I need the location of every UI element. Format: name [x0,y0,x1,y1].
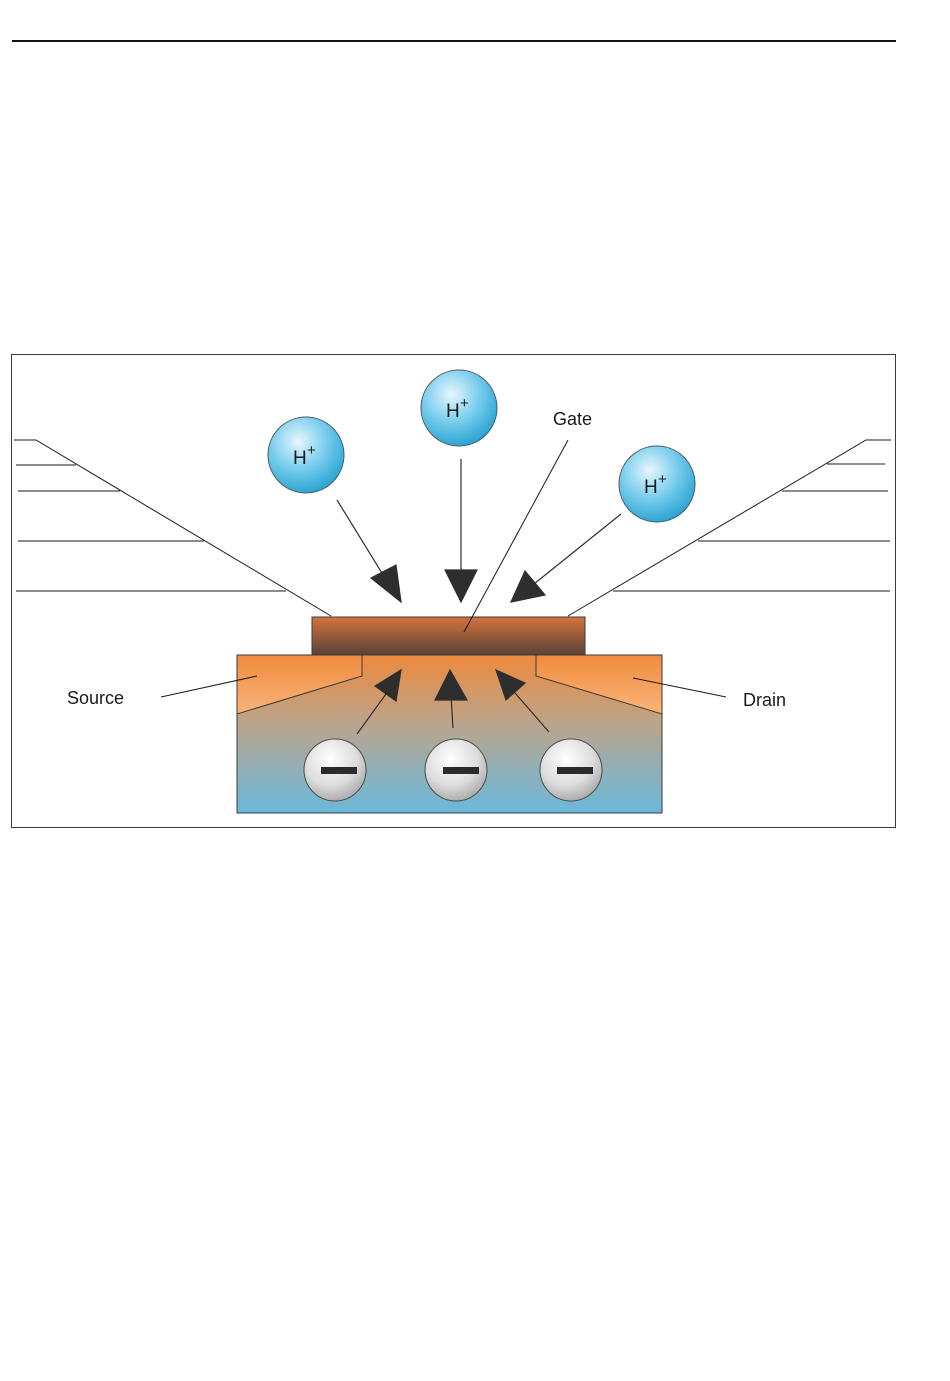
ion-arrows [337,459,621,602]
gate-label: Gate [553,409,592,429]
hydrogen-ion-left: H + [268,417,344,493]
ion-charge: + [460,395,469,412]
electron-left [304,739,366,801]
minus-sign-icon [443,767,479,774]
electron-center [425,739,487,801]
ion-symbol: H [446,401,460,422]
right-encapsulation-lines [568,440,891,616]
drain-label: Drain [743,690,786,710]
arrow-down-right [511,514,621,602]
minus-sign-icon [321,767,357,774]
ion-charge: + [307,442,316,459]
arrow-down-center [445,459,477,602]
arrow-down-left [337,500,401,602]
hydrogen-ion-center: H + [421,370,497,446]
minus-sign-icon [557,767,593,774]
ion-charge: + [658,471,667,488]
hydrogen-ion-right: H + [619,446,695,522]
ion-symbol: H [644,477,658,498]
ion-symbol: H [293,448,307,469]
gate-electrode [312,617,585,655]
electron-right [540,739,602,801]
source-label: Source [67,688,124,708]
